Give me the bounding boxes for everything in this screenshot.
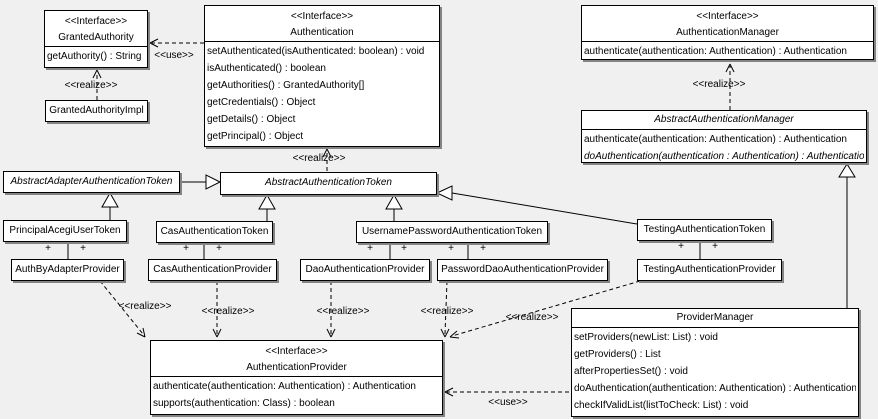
method-row: doAuthentication(authentication : Authen…	[584, 151, 864, 162]
multiplicity-label: +	[480, 243, 486, 254]
generalization-provider-manager	[838, 163, 856, 308]
generalization-principal-token	[101, 191, 119, 220]
class-name: TestingAuthenticationProvider	[643, 264, 776, 275]
multiplicity-label: +	[183, 243, 189, 254]
class-abstract-authentication-token: AbstractAuthenticationToken	[220, 172, 437, 195]
realize-label-dao: <<realize>>	[316, 306, 370, 317]
class-authentication-manager: <<Interface>> AuthenticationManager auth…	[581, 5, 874, 60]
method-row: getAuthorities() : GrantedAuthority[]	[207, 80, 365, 91]
method-row: authenticate(authentication: Authenticat…	[153, 381, 416, 392]
multiplicity-label: +	[401, 243, 407, 254]
method-list: authenticate(authentication: Authenticat…	[582, 41, 873, 59]
realize-label-cas: <<realize>>	[201, 306, 255, 317]
multiplicity-label: +	[448, 243, 454, 254]
multiplicity-label: +	[367, 243, 373, 254]
multiplicity-label: +	[45, 243, 51, 254]
use-label-providermanager: <<use>>	[488, 397, 528, 408]
method-row: getProviders() : List	[574, 349, 661, 360]
realize-label-testing: <<realize>>	[505, 312, 559, 323]
class-name: AuthenticationManager	[676, 27, 779, 38]
method-row: authenticate(authentication: Authenticat…	[584, 134, 847, 145]
method-list: setProviders(newList: List) : void getPr…	[572, 327, 858, 414]
class-authentication-provider: <<Interface>> AuthenticationProvider aut…	[150, 340, 443, 415]
class-name: AuthenticationProvider	[246, 362, 347, 373]
method-row: getAuthority() : String	[47, 51, 142, 62]
method-list: authenticate(authentication: Authenticat…	[582, 129, 866, 162]
stereotype-label: <<Interface>>	[64, 16, 128, 27]
class-name: GrantedAuthority	[58, 32, 134, 43]
class-cas-authentication-token: CasAuthenticationToken	[156, 221, 273, 243]
class-dao-authentication-provider: DaoAuthenticationProvider	[300, 259, 430, 281]
class-auth-by-adapter-provider: AuthByAdapterProvider	[11, 259, 124, 281]
method-row: doAuthentication(authentication: Authent…	[574, 383, 856, 394]
generalization-usernamepassword-token	[385, 193, 403, 221]
class-name: GrantedAuthorityImpl	[49, 105, 144, 116]
use-providermanager-provider	[444, 387, 569, 397]
class-name: Authentication	[290, 27, 354, 38]
realize-label-grantedauthorityimpl: <<realize>>	[64, 80, 118, 91]
class-name: CasAuthenticationToken	[160, 226, 269, 237]
stereotype-label: <<Interface>>	[265, 346, 328, 357]
method-row: getPrincipal() : Object	[207, 131, 304, 142]
realize-label-abstracttoken: <<realize>>	[292, 153, 346, 164]
class-cas-authentication-provider: CasAuthenticationProvider	[148, 259, 277, 281]
class-name: AbstractAuthenticationToken	[265, 177, 392, 188]
generalization-cas-token	[258, 193, 276, 221]
realize-label-passworddao: <<realize>>	[420, 306, 474, 317]
class-name: UsernamePasswordAuthenticationToken	[361, 226, 543, 237]
class-header: <<Interface>> GrantedAuthority	[45, 11, 147, 46]
method-row: authenticate(authentication: Authenticat…	[584, 46, 847, 57]
class-password-dao-authentication-provider: PasswordDaoAuthenticationProvider	[437, 259, 608, 281]
class-authentication: <<Interface>> Authentication setAuthenti…	[204, 5, 440, 147]
class-name: CasAuthenticationProvider	[153, 264, 272, 275]
multiplicity-label: +	[216, 243, 222, 254]
method-row: setProviders(newList: List) : void	[574, 332, 718, 343]
method-row: afterPropertiesSet() : void	[574, 366, 688, 377]
realize-label-abstractmanager: <<realize>>	[692, 79, 746, 90]
method-list: setAuthenticated(isAuthenticated: boolea…	[205, 41, 439, 145]
method-list: getAuthority() : String	[45, 46, 147, 65]
class-header: <<Interface>> Authentication	[205, 6, 439, 41]
method-row: getCredentials() : Object	[207, 97, 316, 108]
method-row: checkIfValidList(listToCheck: List) : vo…	[574, 400, 749, 411]
class-name: ProviderManager	[676, 312, 754, 323]
class-name: AuthByAdapterProvider	[15, 264, 120, 275]
class-username-password-authentication-token: UsernamePasswordAuthenticationToken	[356, 221, 548, 243]
class-abstract-adapter-authentication-token: AbstractAdapterAuthenticationToken	[3, 171, 180, 193]
class-granted-authority-impl: GrantedAuthorityImpl	[45, 100, 148, 122]
method-row: isAuthenticated() : boolean	[207, 63, 326, 74]
class-name: TestingAuthenticationToken	[643, 224, 766, 235]
realize-label-authbyadapter: <<realize>>	[118, 301, 172, 312]
class-name: PasswordDaoAuthenticationProvider	[441, 264, 604, 275]
generalization-adapter-token	[180, 174, 222, 190]
class-granted-authority: <<Interface>> GrantedAuthority getAuthor…	[44, 10, 148, 68]
class-principal-acegi-user-token: PrincipalAcegiUserToken	[3, 220, 127, 242]
method-row: supports(authentication: Class) : boolea…	[153, 398, 335, 409]
class-provider-manager: ProviderManager setProviders(newList: Li…	[571, 308, 859, 417]
class-name: PrincipalAcegiUserToken	[9, 225, 121, 236]
class-header: <<Interface>> AuthenticationManager	[582, 6, 873, 41]
class-name: AbstractAuthenticationManager	[654, 114, 794, 125]
stereotype-label: <<Interface>>	[696, 11, 759, 22]
method-row: setAuthenticated(isAuthenticated: boolea…	[207, 46, 425, 57]
multiplicity-label: +	[80, 243, 86, 254]
class-abstract-authentication-manager: AbstractAuthenticationManager authentica…	[581, 110, 867, 163]
class-testing-authentication-provider: TestingAuthenticationProvider	[637, 259, 782, 281]
class-name: DaoAuthenticationProvider	[305, 264, 425, 275]
class-header: <<Interface>> AuthenticationProvider	[151, 341, 442, 376]
use-label-authentication-grantedauthority: <<use>>	[154, 50, 194, 61]
multiplicity-label: +	[712, 241, 718, 252]
generalization-testing-token	[435, 185, 638, 225]
stereotype-label: <<Interface>>	[290, 11, 354, 22]
class-testing-authentication-token: TestingAuthenticationToken	[637, 219, 772, 241]
class-name: AbstractAdapterAuthenticationToken	[10, 176, 173, 187]
multiplicity-label: +	[678, 241, 684, 252]
use-authentication-grantedauthority	[149, 38, 204, 48]
method-list: authenticate(authentication: Authenticat…	[151, 376, 442, 412]
method-row: getDetails() : Object	[207, 114, 296, 125]
